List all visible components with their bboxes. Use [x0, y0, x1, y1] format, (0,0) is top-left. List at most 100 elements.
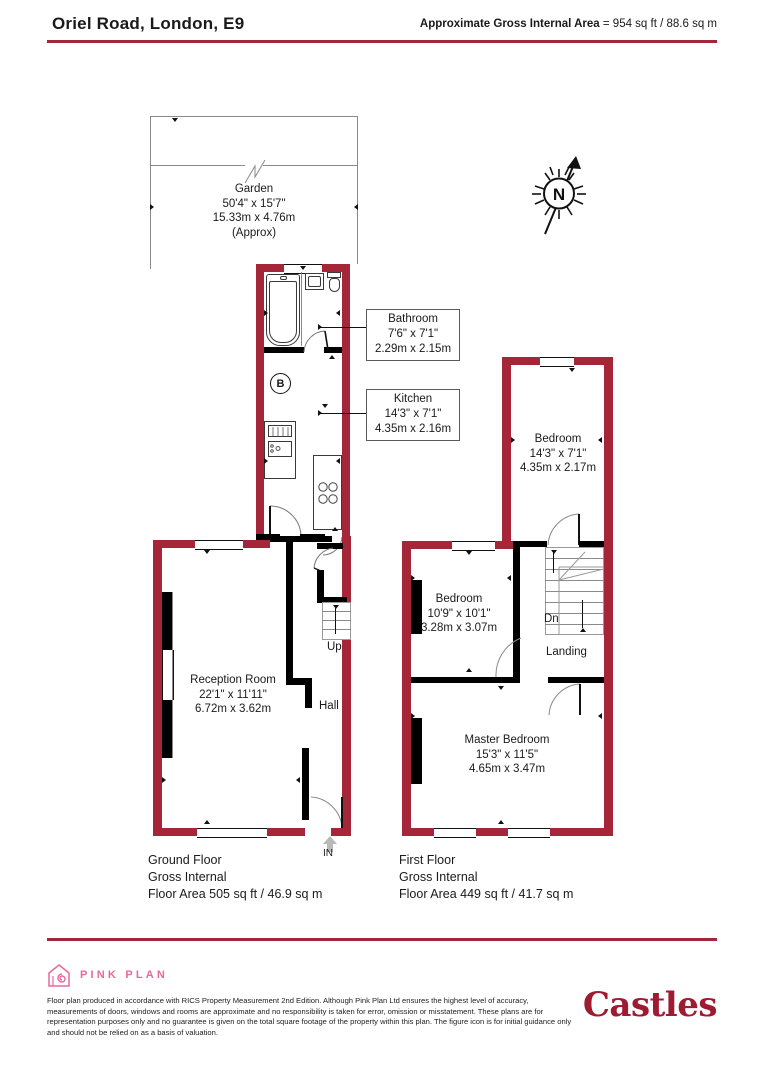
rear-bedroom-imperial: 14'3" x 7'1": [529, 447, 587, 460]
stair-direction-line: [335, 608, 336, 634]
reception-bay-face: [172, 592, 173, 758]
ff-tread-6: [545, 613, 604, 614]
bathroom-callout: Bathroom 7'6" x 7'1" 2.29m x 2.15m: [366, 309, 460, 361]
understair-door-swing: [313, 547, 334, 572]
ff-tread-1: [545, 558, 604, 559]
kitchen-sink-tap: [270, 444, 281, 453]
garden-name: Garden: [234, 183, 274, 195]
master-bedroom-window-right: [508, 828, 550, 838]
ff-stair-line-down: [582, 600, 583, 628]
ff-wall-rear-bedroom-bottom-right: [579, 541, 604, 547]
understair-wall-top: [317, 543, 343, 549]
ff-ext-wall-rear-right: [604, 357, 613, 547]
ff-tread-3: [545, 580, 604, 581]
middle-bedroom-door-swing: [495, 637, 522, 678]
bath-dim-arrow-right: [336, 310, 340, 316]
castles-logo: Castles: [582, 985, 718, 1025]
middle-bedroom-name: Bedroom: [435, 593, 483, 605]
ext-wall-house-bottom-mid: [267, 828, 305, 836]
kitchen-leader-arrow: [318, 410, 322, 416]
ext-wall-house-right: [342, 536, 351, 836]
bath-dim-arrow-top: [300, 266, 306, 270]
hall-label: Hall: [319, 700, 339, 712]
reception-dim-arrow-right: [296, 777, 300, 783]
hall-wall-vertical-bottom: [302, 748, 309, 820]
stair-direction-arrow-up: [333, 605, 339, 609]
bath-dim-arrow-bottom: [329, 355, 335, 359]
page-title: Oriel Road, London, E9: [52, 14, 245, 33]
reception-left-window-mid: [162, 650, 174, 700]
ext-wall-bathroom-right: [342, 264, 350, 536]
first-floor-area: Floor Area 449 sq ft / 41.7 sq m: [399, 887, 574, 901]
ground-floor-subtitle: Gross Internal: [148, 870, 227, 884]
toilet-cistern: [327, 272, 341, 278]
gross-internal-area: Approximate Gross Internal Area = 954 sq…: [420, 18, 717, 30]
kitchen-callout: Kitchen 14'3" x 7'1" 4.35m x 2.16m: [366, 389, 460, 441]
bathroom-metric: 2.29m x 2.15m: [374, 343, 452, 355]
ext-wall-bathroom-top-left: [256, 264, 284, 272]
compass-north-indicator: N: [528, 148, 590, 242]
master-bedroom-imperial: 15'3" x 11'5": [475, 748, 539, 761]
disclaimer-text: Floor plan produced in accordance with R…: [47, 996, 572, 1037]
stairs-dn-label: Dn: [544, 613, 559, 625]
ff-ext-wall-top-right: [495, 541, 513, 549]
stair-tread-2: [322, 620, 351, 621]
rear-bedroom-dim-arrow-left: [511, 437, 515, 443]
compass-label: N: [553, 185, 565, 204]
ff-tread-7: [545, 624, 604, 625]
ff-ext-wall-left: [402, 541, 411, 836]
hall-wall-jog-vertical: [305, 678, 312, 708]
ground-floor-plan: Garden 50'4" x 15'7" 15.33m x 4.76m (App…: [0, 0, 460, 901]
ff-ext-wall-rear-left: [502, 357, 511, 547]
understair-wall-bottom: [317, 597, 347, 603]
ff-ext-wall-rear-top-left: [502, 357, 540, 365]
ext-wall-house-top-left: [153, 540, 195, 548]
middle-bedroom-label: Bedroom 10'9" x 10'1" 3.28m x 3.07m: [404, 592, 514, 636]
rear-bedroom-label: Bedroom 14'3" x 7'1" 4.35m x 2.17m: [502, 432, 614, 476]
kitchen-drainer: [268, 425, 292, 437]
ff-wall-landing-bottom: [548, 677, 604, 683]
garden-break-zigzag: [244, 159, 266, 183]
kitchen-wall-bottom-left: [256, 534, 280, 540]
middle-bedroom-window: [452, 541, 495, 551]
rear-bedroom-dim-arrow-right: [598, 437, 602, 443]
stair-tread-1: [322, 611, 351, 612]
ff-ext-wall-bottom-right: [550, 828, 613, 836]
reception-label: Reception Room 22'1" x 11'11" 6.72m x 3.…: [178, 673, 288, 717]
bathroom-name: Bathroom: [388, 313, 438, 325]
bathroom-leader-line: [318, 327, 370, 328]
ff-wall-middle-vertical: [513, 547, 520, 683]
reception-dim-arrow-top: [204, 550, 210, 554]
entrance-door-swing: [310, 796, 343, 829]
entrance-in-arrow: [323, 836, 337, 852]
middle-bedroom-dim-arrow-left: [411, 575, 415, 581]
header-divider: [47, 40, 717, 43]
kitchen-drainer-lines: [272, 427, 289, 436]
garden-imperial: 50'4" x 15'7": [222, 197, 286, 210]
reception-imperial: 22'1" x 11'11": [199, 688, 267, 701]
rear-bedroom-dim-arrow-top: [569, 368, 575, 372]
ext-wall-house-bottom-left: [153, 828, 197, 836]
ext-wall-bathroom-top-right: [322, 264, 350, 272]
master-dim-arrow-top: [498, 686, 504, 690]
middle-bedroom-metric: 3.28m x 3.07m: [420, 622, 498, 634]
boiler-label: B: [276, 377, 285, 390]
understair-wall-left: [317, 570, 324, 603]
garden-wall-left: [150, 116, 151, 269]
ff-ext-wall-top-left: [402, 541, 452, 549]
ext-wall-bathroom-left: [256, 264, 264, 536]
bath-dim-arrow-left: [264, 310, 268, 316]
washbasin-bowl: [308, 276, 321, 287]
master-bedroom-metric: 4.65m x 3.47m: [468, 763, 546, 775]
garden-break-right: [263, 165, 358, 166]
garden-wall-top: [150, 116, 358, 117]
reception-left-pier-lower: [162, 700, 172, 758]
landing-label: Landing: [546, 646, 587, 658]
ff-stair-line-up: [553, 553, 554, 573]
reception-dim-arrow-bottom: [204, 820, 210, 824]
reception-name: Reception Room: [190, 674, 276, 686]
pink-plan-branding: PINK PLAN: [47, 962, 168, 988]
first-floor-title: First Floor: [399, 853, 456, 867]
master-bedroom-window-left: [434, 828, 476, 838]
stairs-up-label: Up: [327, 641, 342, 653]
